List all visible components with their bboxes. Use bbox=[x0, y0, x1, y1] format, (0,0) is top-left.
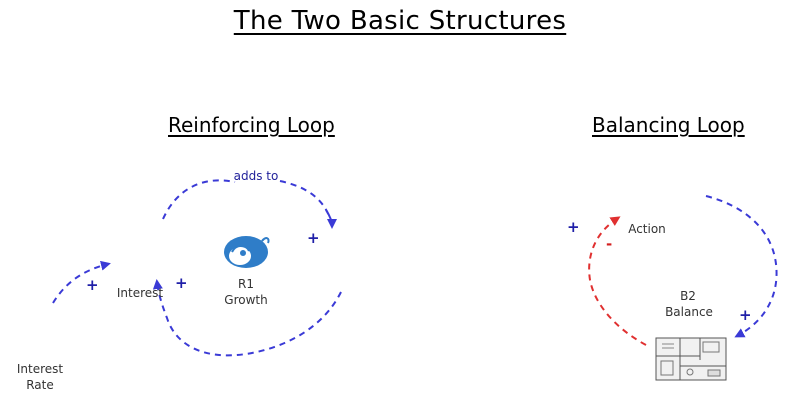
loop-name-balance: Balance bbox=[665, 305, 713, 319]
balancing-loop-heading: Balancing Loop bbox=[592, 113, 745, 137]
link-interest-rate-to-interest bbox=[52, 260, 111, 304]
snail-icon bbox=[224, 236, 270, 268]
link-adds-to bbox=[162, 179, 333, 226]
polarity-plus-interest: + bbox=[175, 274, 188, 292]
page-title: The Two Basic Structures bbox=[233, 6, 567, 36]
link-balancing-right bbox=[705, 195, 778, 338]
polarity-plus-interest-rate: + bbox=[86, 276, 99, 294]
loop-id-r1: R1 bbox=[238, 277, 254, 291]
node-action: Action bbox=[628, 222, 666, 236]
node-interest-rate-line2: Rate bbox=[26, 378, 54, 392]
loop-id-b2: B2 bbox=[680, 289, 696, 303]
floorplan-icon bbox=[655, 337, 727, 381]
polarity-plus-top-left: + bbox=[567, 218, 580, 236]
node-interest: Interest bbox=[116, 286, 164, 300]
link-balancing-left bbox=[588, 216, 647, 346]
polarity-plus-adds-to: + bbox=[307, 229, 320, 247]
edge-label-adds-to: adds to bbox=[233, 169, 279, 183]
polarity-plus-right: + bbox=[739, 306, 752, 324]
node-interest-rate-line1: Interest bbox=[16, 362, 64, 376]
polarity-minus-action: - bbox=[606, 235, 613, 253]
loop-name-growth: Growth bbox=[224, 293, 268, 307]
reinforcing-loop-heading: Reinforcing Loop bbox=[168, 113, 335, 137]
link-adds-to-tip bbox=[325, 209, 337, 229]
